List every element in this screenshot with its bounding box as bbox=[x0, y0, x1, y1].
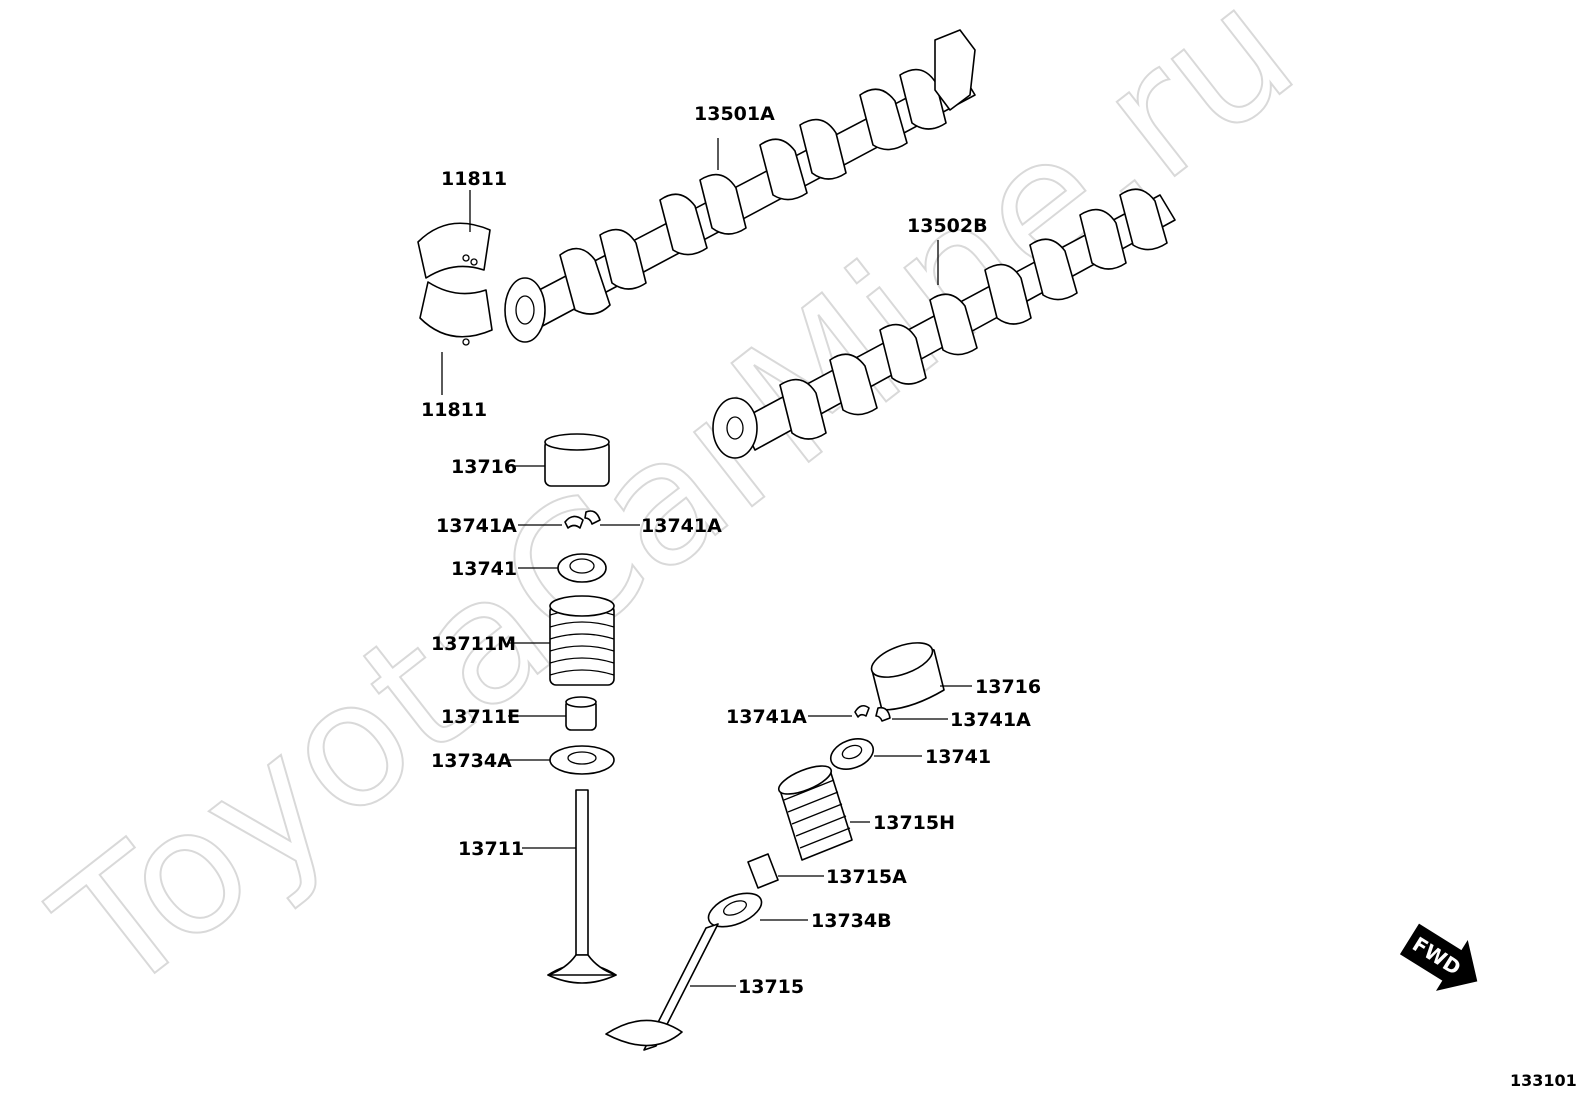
callout-13734B: 13734B bbox=[811, 910, 892, 932]
callout-13741A-left-a: 13741A bbox=[436, 515, 517, 537]
callout-11811-lower: 11811 bbox=[421, 399, 487, 421]
camshaft-intake bbox=[504, 29, 976, 343]
callout-13715A: 13715A bbox=[826, 866, 907, 888]
reference-number: 133101 bbox=[1510, 1071, 1577, 1090]
keepers-right bbox=[808, 704, 948, 722]
washer-right bbox=[707, 892, 808, 928]
valve-right bbox=[605, 923, 736, 1051]
lifter-right bbox=[870, 642, 972, 711]
fwd-arrow-icon: FWD bbox=[1399, 923, 1478, 991]
valve-left bbox=[522, 789, 617, 984]
callout-13734A: 13734A bbox=[431, 750, 512, 772]
spring-right bbox=[777, 765, 870, 861]
keepers-left bbox=[518, 510, 640, 529]
callout-13716-right: 13716 bbox=[975, 676, 1041, 698]
callout-13711E: 13711E bbox=[441, 706, 520, 728]
camshaft-exhaust bbox=[712, 188, 1176, 459]
callout-13716-left: 13716 bbox=[451, 456, 517, 478]
washer-left bbox=[508, 745, 615, 775]
callout-13711: 13711 bbox=[458, 838, 524, 860]
callout-13715: 13715 bbox=[738, 976, 804, 998]
callout-13711M: 13711M bbox=[431, 633, 516, 655]
bearing-upper bbox=[417, 190, 491, 279]
spring-left bbox=[508, 595, 615, 686]
retainer-right bbox=[829, 738, 922, 770]
callout-13502B: 13502B bbox=[907, 215, 988, 237]
valve-seal-right bbox=[747, 853, 824, 889]
callout-13741-right: 13741 bbox=[925, 746, 991, 768]
valve-seal-left bbox=[508, 696, 597, 731]
callout-13501A: 13501A bbox=[694, 103, 775, 125]
callout-13741A-right-a: 13741A bbox=[726, 706, 807, 728]
bearing-lower bbox=[419, 281, 493, 395]
callout-11811-upper: 11811 bbox=[441, 168, 507, 190]
callout-13741A-right-b: 13741A bbox=[950, 709, 1031, 731]
callout-13741-left: 13741 bbox=[451, 558, 517, 580]
callout-13741A-left-b: 13741A bbox=[641, 515, 722, 537]
callout-13715H: 13715H bbox=[873, 812, 955, 834]
lifter-left bbox=[512, 433, 610, 487]
retainer-left bbox=[518, 553, 607, 583]
